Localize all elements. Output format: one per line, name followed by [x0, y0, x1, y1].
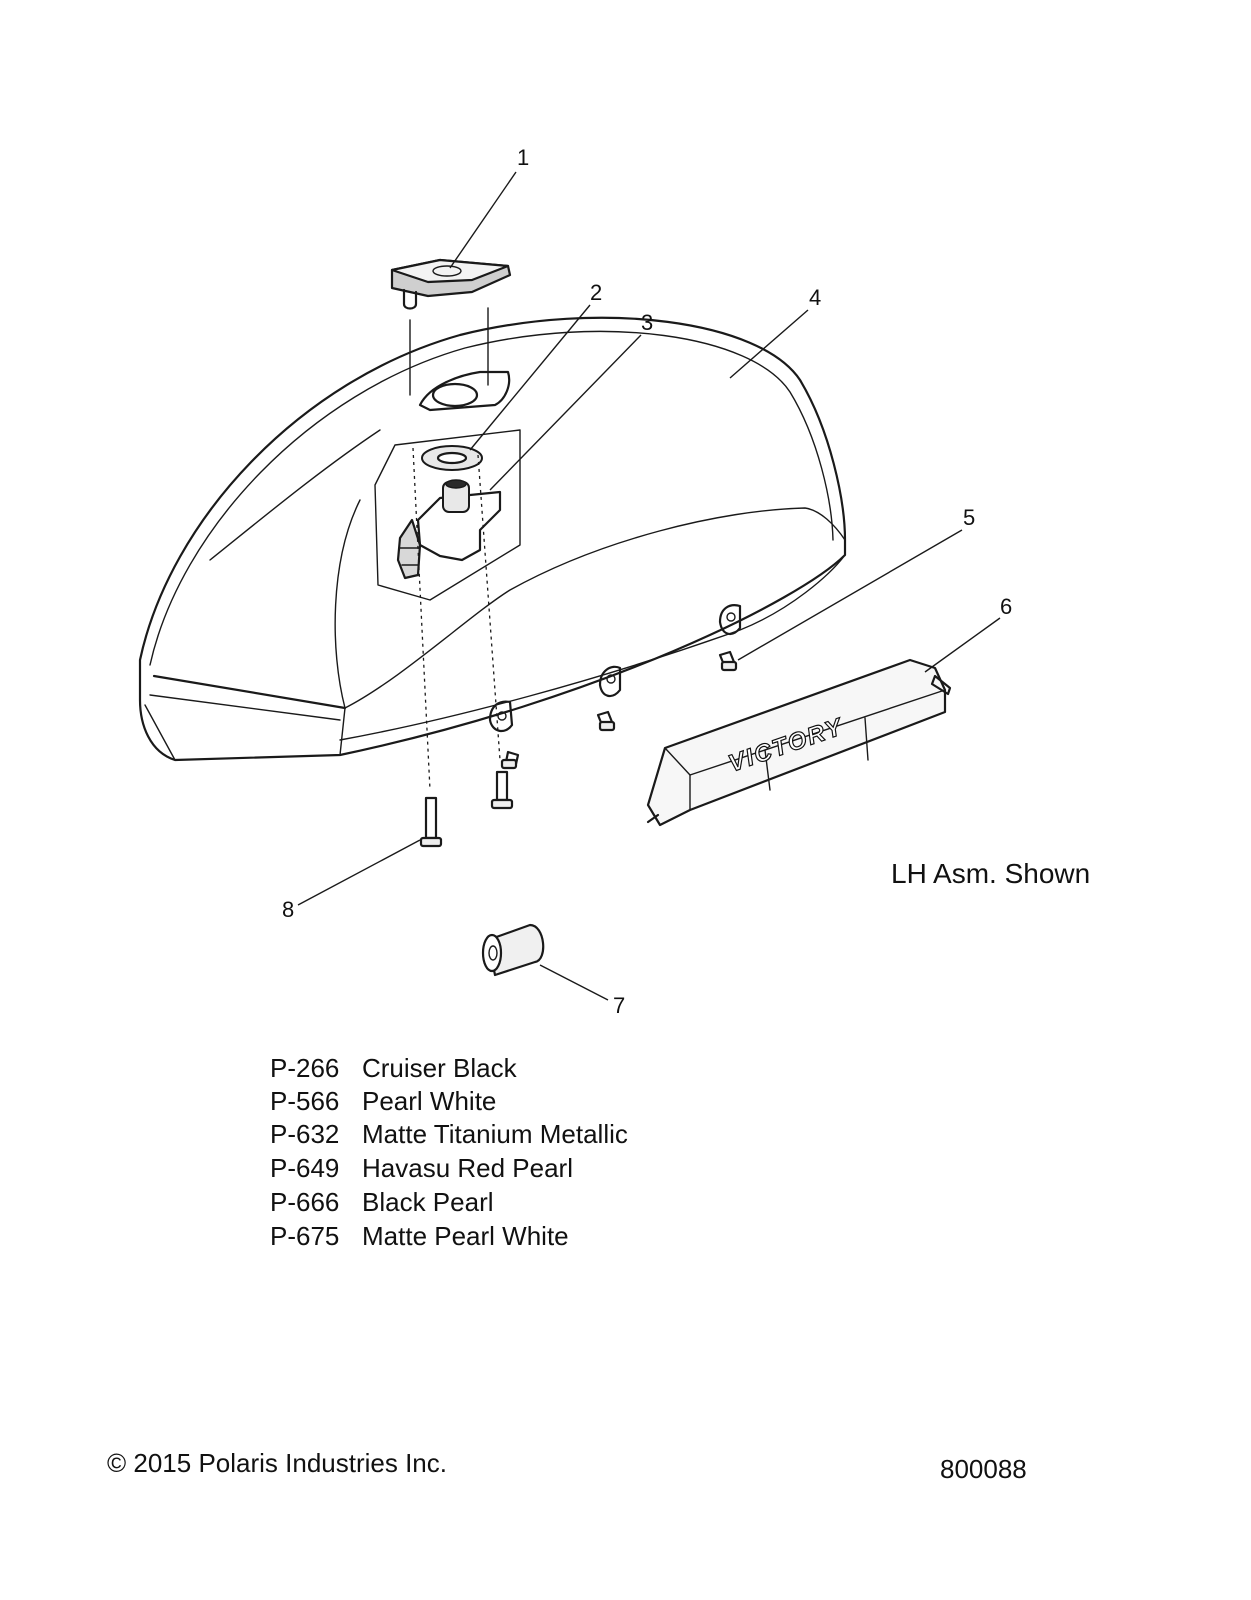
paint-code: P-632	[270, 1119, 339, 1149]
screw	[419, 796, 443, 848]
paint-code: P-675	[270, 1221, 339, 1251]
screw	[718, 650, 738, 672]
callout-3: 3	[641, 310, 653, 335]
paint-code-list: P-266 Cruiser Black P-566 Pearl White P-…	[270, 1053, 628, 1251]
callout-4: 4	[809, 285, 821, 310]
screw	[596, 710, 616, 732]
paint-name: Matte Titanium Metallic	[362, 1119, 628, 1149]
paint-code: P-666	[270, 1187, 339, 1217]
paint-name: Cruiser Black	[362, 1053, 518, 1083]
callout-1: 1	[517, 145, 529, 170]
callout-6: 6	[1000, 594, 1012, 619]
callout-8: 8	[282, 897, 294, 922]
gasket	[421, 445, 483, 471]
paint-name: Pearl White	[362, 1086, 496, 1116]
callout-5: 5	[963, 505, 975, 530]
callout-2: 2	[590, 280, 602, 305]
saddlebag-lid	[138, 316, 847, 762]
diagram-number: 800088	[940, 1454, 1027, 1484]
paint-code: P-566	[270, 1086, 339, 1116]
screw	[500, 750, 520, 770]
callout-7: 7	[613, 993, 625, 1018]
screw	[490, 770, 514, 810]
paint-code: P-649	[270, 1153, 339, 1183]
assembly-note: LH Asm. Shown	[891, 858, 1090, 889]
paint-code: P-266	[270, 1053, 339, 1083]
paint-name: Black Pearl	[362, 1187, 494, 1217]
lid-cap	[390, 258, 512, 396]
paint-name: Havasu Red Pearl	[362, 1153, 573, 1183]
copyright: © 2015 Polaris Industries Inc.	[107, 1448, 447, 1478]
callout-leaders	[297, 171, 1001, 1001]
latch-lock	[396, 479, 502, 580]
bushing	[481, 923, 545, 977]
lock-detail-window	[374, 429, 521, 601]
paint-name: Matte Pearl White	[362, 1221, 569, 1251]
victory-badge: VICTORY	[646, 658, 952, 827]
